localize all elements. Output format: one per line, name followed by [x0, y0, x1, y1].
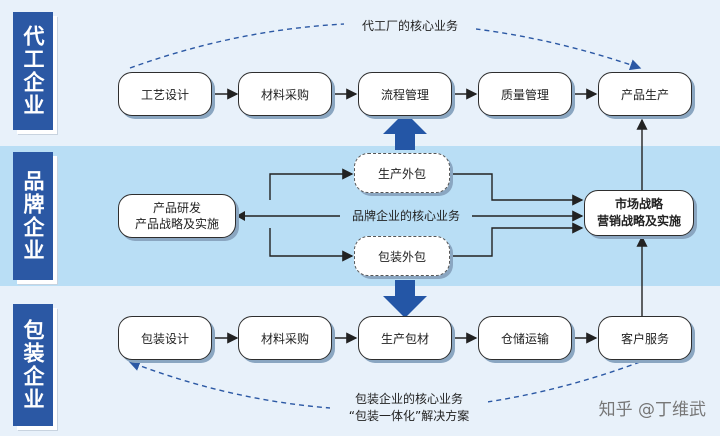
top-caption: 代工厂的核心业务	[344, 16, 476, 35]
bottom-caption-line-2: “包装一体化”解决方案	[348, 409, 470, 423]
node-product-production: 产品生产	[598, 72, 692, 116]
brand-core-caption: 品牌企业的核心业务	[340, 206, 472, 225]
bottom-caption: 包装企业的核心业务 “包装一体化”解决方案	[330, 390, 488, 426]
sidebar-packaging-label: 包装企业	[21, 319, 45, 411]
rd-line-2: 产品战略及实施	[134, 217, 219, 231]
sidebar-oem: 代工企业	[13, 12, 53, 130]
big-arrow-down	[383, 280, 427, 318]
node-production-outsourcing: 生产外包	[354, 153, 450, 193]
node-process-design: 工艺设计	[118, 72, 212, 116]
node-product-rd: 产品研发 产品战略及实施	[118, 194, 236, 238]
rd-line-1: 产品研发	[152, 201, 201, 215]
sidebar-brand-label: 品牌企业	[21, 170, 45, 262]
rd-to-prod-outsource	[269, 168, 354, 200]
market-line-2: 营销战略及实施	[596, 214, 681, 228]
node-quality-management: 质量管理	[478, 72, 572, 116]
node-warehouse-transport: 仓储运输	[478, 316, 572, 360]
big-arrow-up	[383, 112, 427, 150]
bottom-caption-line-1: 包装企业的核心业务	[354, 392, 463, 406]
node-customer-service: 客户服务	[598, 316, 692, 360]
sidebar-oem-label: 代工企业	[21, 25, 45, 117]
rd-to-pack-outsource	[269, 228, 354, 262]
pack-outsource-to-market	[450, 222, 584, 257]
node-market-strategy: 市场战略 营销战略及实施	[584, 190, 694, 236]
market-line-1: 市场战略	[614, 197, 663, 211]
node-packaging-design: 包装设计	[118, 316, 212, 360]
sidebar-brand: 品牌企业	[13, 152, 53, 280]
watermark: 知乎 @丁维武	[598, 400, 706, 420]
node-material-purchase-top: 材料采购	[238, 72, 332, 116]
node-process-management: 流程管理	[358, 72, 452, 116]
node-material-purchase-bottom: 材料采购	[238, 316, 332, 360]
sidebar-packaging: 包装企业	[13, 304, 53, 426]
top-dashed-arc	[129, 22, 642, 71]
node-packaging-outsourcing: 包装外包	[354, 236, 450, 276]
node-packaging-production: 生产包材	[358, 316, 452, 360]
prod-outsource-to-market	[450, 173, 584, 206]
